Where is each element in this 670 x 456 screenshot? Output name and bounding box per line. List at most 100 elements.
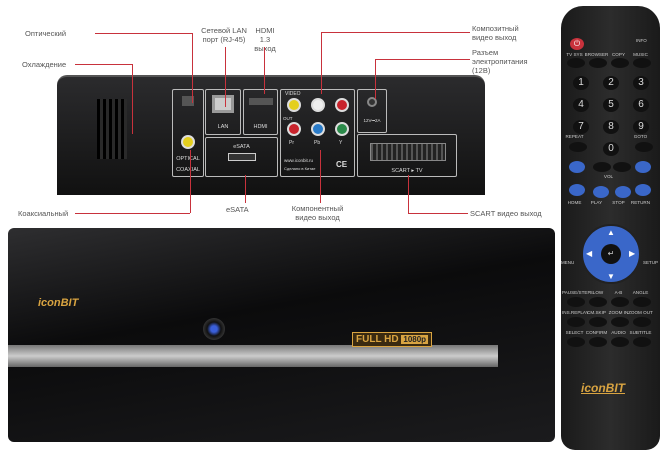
callout-power: Разъем электропитания (12В) [472, 48, 528, 75]
label-zoom-out: ZOOM OUT [628, 310, 653, 315]
full-hd-badge: FULL HD 1080p [352, 332, 433, 347]
button-slow[interactable] [589, 297, 607, 307]
number-2-button[interactable]: 2 [603, 76, 619, 90]
forward-button[interactable] [635, 184, 651, 196]
video-label: VIDEO [285, 91, 301, 97]
hdmi-label: HDMI [253, 124, 268, 130]
number-9-button[interactable]: 9 [633, 120, 649, 134]
button-copy[interactable] [611, 58, 629, 68]
number-1-button[interactable]: 1 [573, 76, 589, 90]
repeat-button[interactable] [569, 142, 587, 152]
button-select[interactable] [567, 337, 585, 347]
stop-button[interactable] [615, 186, 631, 198]
label-zoom-in: ZOOM IN [608, 310, 629, 315]
button-confirm[interactable] [589, 337, 607, 347]
vol-up-button[interactable] [613, 162, 631, 172]
label-cm-skip: CM.SKIP [587, 310, 606, 315]
button-ins-replay[interactable] [567, 317, 585, 327]
lan-port [212, 95, 234, 113]
front-silver-strip [8, 345, 498, 367]
esata-label: eSATA [233, 144, 250, 150]
setup-label: SETUP [643, 260, 659, 265]
button-angle[interactable] [633, 297, 651, 307]
hdmi-block: HDMI [243, 89, 278, 135]
resolution-text: 1080p [401, 335, 429, 344]
optical-label: OPTICAL [176, 156, 200, 162]
callout-cooling: Охлаждение [22, 60, 67, 69]
button-pause-step[interactable] [567, 297, 585, 307]
previous-button[interactable] [569, 161, 585, 173]
label-slow: SLOW [589, 290, 604, 295]
pr-label: Pr [289, 140, 294, 146]
button-subtitle[interactable] [633, 337, 651, 347]
lan-label: LAN [217, 124, 229, 130]
front-logo: iconBIT [38, 297, 79, 309]
label-music: MUSIC [633, 52, 648, 57]
play-button[interactable] [593, 186, 609, 198]
ce-mark: CE [336, 160, 348, 169]
vol-down-button[interactable] [593, 162, 611, 172]
back-panel: OPTICAL COAXIAL LAN HDMI eSATA VIDEO OUT… [57, 75, 485, 195]
down-arrow-icon[interactable]: ▼ [607, 272, 615, 281]
coaxial-label: COAXIAL [176, 167, 200, 173]
dpad[interactable]: ↵ ▲ ▼ ◀ ▶ [581, 224, 641, 284]
power-button[interactable] [203, 318, 225, 340]
composite-jack [287, 98, 301, 112]
goto-button[interactable] [635, 142, 653, 152]
rewind-button[interactable] [569, 184, 585, 196]
website-label: www.iconbit.ru [284, 158, 314, 163]
esata-block: eSATA [205, 137, 278, 177]
number-6-button[interactable]: 6 [633, 98, 649, 112]
label-return: RETURN [630, 200, 651, 205]
callout-lan: Сетевой LAN порт (RJ-45) [201, 26, 247, 44]
number-5-button[interactable]: 5 [603, 98, 619, 112]
cooling-vent [97, 99, 127, 159]
right-arrow-icon[interactable]: ▶ [629, 249, 636, 258]
power-block: 12V⎓2A [357, 89, 387, 133]
callout-optical: Оптический [25, 29, 67, 38]
hdmi-port [249, 98, 273, 105]
label-subtitle: SUBTITLE [629, 330, 652, 335]
scart-block: SCART ▸ TV [357, 134, 457, 177]
button-zoom-in[interactable] [611, 317, 629, 327]
goto-label: GOTO [633, 134, 648, 139]
left-arrow-icon[interactable]: ◀ [586, 249, 593, 258]
button-a-b[interactable] [611, 297, 629, 307]
number-7-button[interactable]: 7 [573, 120, 589, 134]
next-button[interactable] [635, 161, 651, 173]
label-home: HOME [567, 200, 582, 205]
callout-esata: eSATA [226, 205, 249, 214]
up-arrow-icon[interactable]: ▲ [607, 228, 615, 237]
number-8-button[interactable]: 8 [603, 120, 619, 134]
button-zoom-out[interactable] [633, 317, 651, 327]
scart-port [370, 143, 446, 161]
lan-block: LAN [205, 89, 241, 135]
button-audio[interactable] [611, 337, 629, 347]
info-button[interactable]: INFO [636, 38, 647, 43]
number-4-button[interactable]: 4 [573, 98, 589, 112]
power-icon[interactable]: ⏻ [570, 38, 584, 50]
label-tv-sys: TV SYS [566, 52, 583, 57]
number-0-button[interactable]: 0 [603, 142, 619, 156]
button-cm-skip[interactable] [589, 317, 607, 327]
button-browser[interactable] [589, 58, 607, 68]
y-jack [335, 122, 349, 136]
label-confirm: CONFIRM [585, 330, 608, 335]
menu-label: MENU [561, 260, 575, 265]
label-stop: STOP [612, 200, 625, 205]
av-block: VIDEO OUT Pr Pb Y www.iconbit.ru Сделано… [280, 89, 355, 177]
callout-hdmi: HDMI 1.3 выход [254, 26, 276, 53]
optical-port [182, 96, 194, 106]
button-music[interactable] [633, 58, 651, 68]
number-3-button[interactable]: 3 [633, 76, 649, 90]
media-player-front [8, 228, 555, 442]
audio-l-jack [311, 98, 325, 112]
pb-jack [311, 122, 325, 136]
label-audio: AUDIO [611, 330, 626, 335]
button-tv-sys[interactable] [567, 58, 585, 68]
label-ins-replay: INS.REPLAY [562, 310, 589, 315]
label-angle: ANGLE [632, 290, 649, 295]
callout-composite: Композитный видео выход [472, 24, 519, 42]
label-select: SELECT [565, 330, 584, 335]
enter-icon[interactable]: ↵ [601, 244, 621, 264]
